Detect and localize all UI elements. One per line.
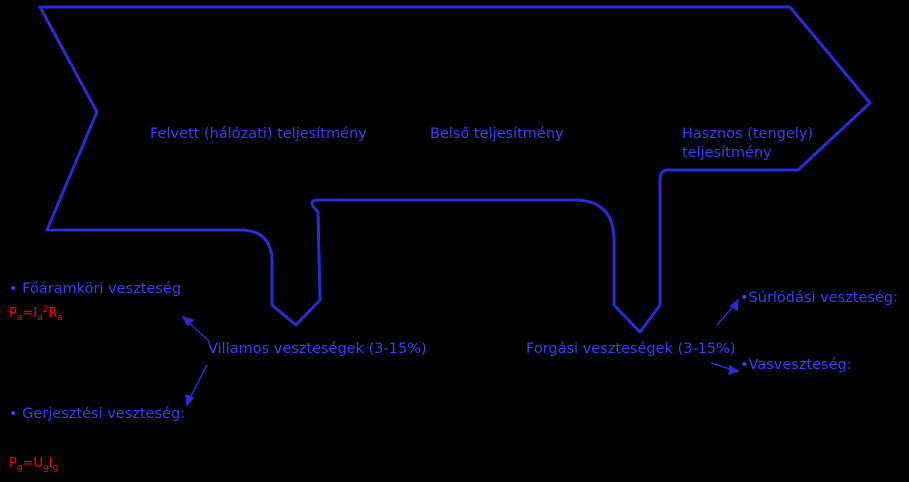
arrowhead-iron: [728, 364, 740, 376]
iron-loss-label: •Vasveszteség:: [740, 357, 852, 373]
internal-power-label: Belső teljesítmény: [430, 126, 564, 142]
arrowhead-excitation: [185, 393, 195, 407]
output-power-label-line2: teljesítmény: [682, 145, 772, 161]
input-power-label: Felvett (hálózati) teljesítmény: [150, 126, 367, 142]
friction-loss-label: •Súrlódási veszteség:: [740, 290, 898, 306]
arrow-to-excitation-loss: [188, 364, 208, 401]
armature-loss-formula: Pa=Ia2Ra: [9, 305, 63, 323]
armature-loss-label: • Főáramköri veszteség: [9, 281, 182, 297]
arrowhead-friction: [729, 298, 739, 312]
electrical-losses-title: Villamos veszteségek (3-15%): [208, 341, 427, 357]
output-power-label-line1: Hasznos (tengely): [682, 126, 814, 142]
arrowhead-armature: [181, 315, 195, 327]
excitation-loss-label: • Gerjesztési veszteség:: [9, 406, 186, 422]
rotational-losses-title: Forgási veszteségek (3-15%): [526, 341, 736, 357]
excitation-loss-formula: Pg=UgIg: [9, 456, 59, 473]
power-flow-outline: [38, 5, 872, 334]
